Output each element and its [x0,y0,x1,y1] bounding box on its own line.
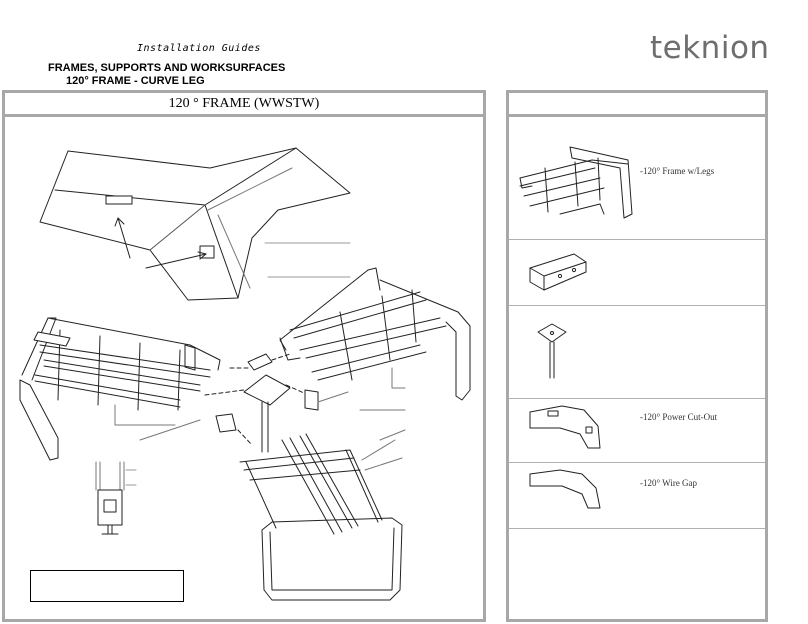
part-label-power-cutout: -120° Power Cut-Out [640,412,718,422]
assembly-panel [2,90,486,622]
parts-divider [509,462,765,463]
right-frame-illustration [279,267,471,411]
center-support-illustration [204,353,319,453]
parts-panel [506,90,768,622]
worksurface-illustration [39,147,351,301]
center-support-post-icon [537,323,567,379]
wire-gap-worksurface-icon [529,469,601,509]
parts-divider [509,239,765,240]
leg-detail-illustration [95,461,137,535]
brand-logo: teknion [650,30,770,66]
front-frame-illustration [239,429,406,601]
assembly-panel-title: 120 ° FRAME (WWSTW) [168,96,320,111]
part-label-wire-gap: -120° Wire Gap [640,478,698,488]
guide-label: Installation Guides [137,43,261,54]
left-frame-illustration [19,317,221,461]
note-box [30,570,184,602]
assembly-panel-header [5,93,483,117]
parts-panel-header [509,93,765,117]
part-label-frame-with-legs: -120° Frame w/Legs [640,166,715,176]
document-subtitle: 120° FRAME - CURVE LEG [66,75,205,87]
document-title: FRAMES, SUPPORTS AND WORKSURFACES [48,62,286,74]
power-cutout-worksurface-icon [529,405,601,449]
bracket-icon [529,253,587,291]
parts-divider [509,398,765,399]
parts-divider [509,528,765,529]
frame-with-legs-icon [519,146,633,219]
parts-divider [509,305,765,306]
